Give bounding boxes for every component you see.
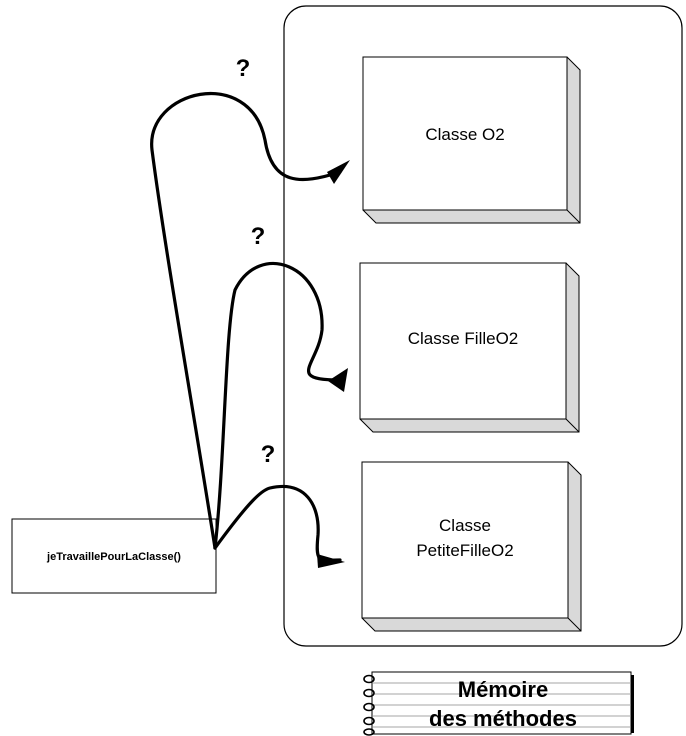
spiral-binding-icon [363, 674, 375, 736]
method-box: jeTravaillePourLaClasse() [11, 518, 217, 594]
memory-notebook: Mémoire des méthodes [363, 671, 634, 736]
class-petitefilleo2-label-1: Classe [439, 516, 491, 535]
question-mark-2: ? [251, 223, 266, 250]
class-o2-label: Classe O2 [425, 125, 504, 144]
class-box-o2: Classe O2 [362, 56, 581, 224]
question-mark-3: ? [261, 441, 276, 468]
memory-title-line2: des méthodes [429, 706, 577, 731]
arrow-to-o2 [150, 91, 342, 550]
question-mark-1: ? [236, 55, 251, 82]
class-petitefilleo2-label-2: PetiteFilleO2 [416, 541, 513, 560]
arrow-to-filleo2 [213, 261, 342, 550]
memory-title-line1: Mémoire [458, 677, 548, 702]
class-box-filleo2: Classe FilleO2 [359, 262, 580, 433]
arrowhead-filleo2 [328, 368, 348, 392]
arrowhead-o2 [327, 160, 350, 184]
method-label: jeTravaillePourLaClasse() [46, 551, 181, 563]
class-box-petitefilleo2: Classe PetiteFilleO2 [361, 461, 582, 632]
arrowhead-petitefilleo2 [317, 554, 345, 568]
arrow-to-petitefilleo2 [213, 484, 342, 562]
class-filleo2-label: Classe FilleO2 [408, 329, 519, 348]
